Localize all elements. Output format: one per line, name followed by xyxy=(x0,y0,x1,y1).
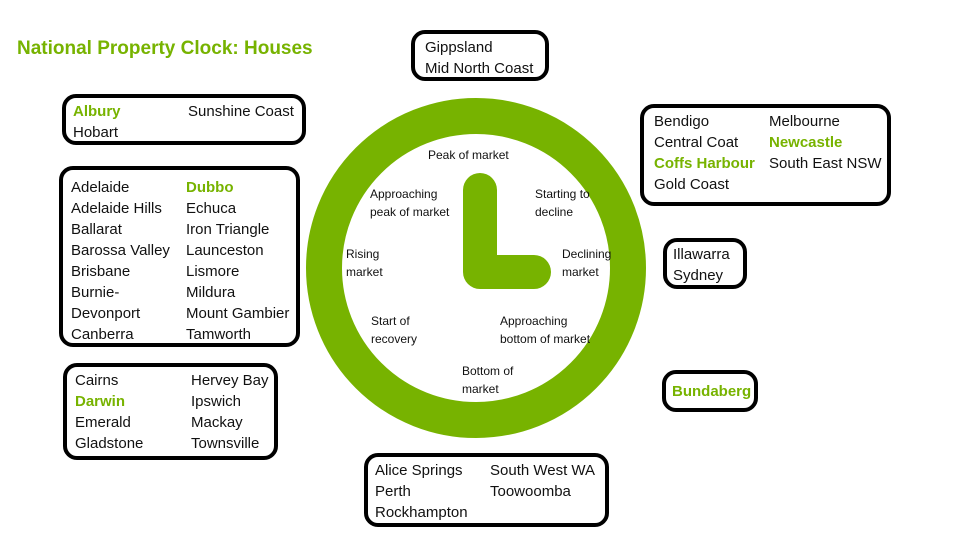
region-alice-springs: Alice Springs xyxy=(375,462,463,479)
region-adelaide: Adelaide xyxy=(71,179,130,196)
region-adelaide-hills: Adelaide Hills xyxy=(71,200,162,217)
region-barossa-valley: Barossa Valley xyxy=(71,242,170,259)
region-toowoomba: Toowoomba xyxy=(490,483,571,500)
box-approaching-bottom: Bundaberg xyxy=(662,370,758,412)
region-darwin: Darwin xyxy=(75,393,126,410)
region-dubbo: Dubbo xyxy=(186,179,234,196)
label-line: Declining xyxy=(562,247,612,261)
region-cairns: Cairns xyxy=(75,372,119,389)
region-burnie: Burnie- xyxy=(71,284,120,301)
region-mid-north-coast: Mid North Coast xyxy=(425,60,534,77)
region-rockhampton: Rockhampton xyxy=(375,504,468,521)
region-albury: Albury xyxy=(73,103,121,120)
label-line: bottom of market xyxy=(500,332,591,346)
region-coffs-harbour: Coffs Harbour xyxy=(654,155,755,172)
region-devonport: Devonport xyxy=(71,305,141,322)
box-start-of-recovery: Cairns Hervey Bay Darwin Ipswich Emerald… xyxy=(63,363,278,460)
label-line: recovery xyxy=(371,332,418,346)
region-melbourne: Melbourne xyxy=(769,113,840,130)
region-canberra: Canberra xyxy=(71,326,134,343)
label-line: decline xyxy=(535,205,574,219)
label-starting-to-decline: Starting to decline xyxy=(535,185,590,221)
region-mount-gambier: Mount Gambier xyxy=(186,305,290,322)
box-starting-to-decline: Bendigo Melbourne Central Coat Newcastle… xyxy=(640,104,891,206)
label-peak-of-market: Peak of market xyxy=(428,148,509,162)
region-launceston: Launceston xyxy=(186,242,264,259)
label-bottom-of-market: Bottom of market xyxy=(462,362,513,398)
region-sunshine-coast: Sunshine Coast xyxy=(188,103,294,120)
region-central-coat: Central Coat xyxy=(654,134,739,151)
box-bottom-of-market: Alice Springs South West WA Perth Toowoo… xyxy=(364,453,609,527)
clock-hands xyxy=(463,173,551,289)
page-title: National Property Clock: Houses xyxy=(17,38,313,59)
region-brisbane: Brisbane xyxy=(71,263,131,280)
box-rising: Adelaide Dubbo Adelaide Hills Echuca Bal… xyxy=(59,166,300,347)
label-line: Approaching xyxy=(500,314,568,328)
label-line: Approaching xyxy=(370,187,438,201)
region-lismore: Lismore xyxy=(186,263,240,280)
region-echuca: Echuca xyxy=(186,200,237,217)
label-line: Bottom of xyxy=(462,364,514,378)
region-iron-triangle: Iron Triangle xyxy=(186,221,270,238)
region-ballarat: Ballarat xyxy=(71,221,122,238)
box-declining: Illawarra Sydney xyxy=(663,238,747,289)
box-approaching-peak: Albury Sunshine Coast Hobart xyxy=(62,94,306,145)
label-line: market xyxy=(346,265,383,279)
region-south-west-wa: South West WA xyxy=(490,462,596,479)
region-ipswich: Ipswich xyxy=(191,393,242,410)
region-bundaberg: Bundaberg xyxy=(672,383,752,400)
label-line: Starting to xyxy=(535,187,590,201)
label-approaching-bottom: Approaching bottom of market xyxy=(500,312,590,348)
label-start-of-recovery: Start of recovery xyxy=(371,312,417,348)
region-emerald: Emerald xyxy=(75,414,131,431)
clock-ring xyxy=(306,98,646,438)
label-declining-market: Declining market xyxy=(562,245,611,281)
region-illawarra: Illawarra xyxy=(673,246,730,263)
region-mildura: Mildura xyxy=(186,284,236,301)
region-south-east-nsw: South East NSW xyxy=(769,155,882,172)
box-peak: Gippsland Mid North Coast xyxy=(411,30,549,81)
region-newcastle: Newcastle xyxy=(769,134,843,151)
region-sydney: Sydney xyxy=(673,267,724,284)
region-perth: Perth xyxy=(375,483,411,500)
label-line: peak of market xyxy=(370,205,450,219)
label-line: Rising xyxy=(346,247,380,261)
region-bendigo: Bendigo xyxy=(654,113,710,130)
region-gold-coast: Gold Coast xyxy=(654,176,730,193)
label-approaching-peak: Approaching peak of market xyxy=(370,185,449,221)
region-mackay: Mackay xyxy=(191,414,243,431)
region-hobart: Hobart xyxy=(73,124,119,141)
label-line: market xyxy=(462,382,499,396)
region-gladstone: Gladstone xyxy=(75,435,144,452)
region-gippsland: Gippsland xyxy=(425,39,493,56)
label-rising-market: Rising market xyxy=(346,245,383,281)
region-tamworth: Tamworth xyxy=(186,326,252,343)
region-townsville: Townsville xyxy=(191,435,260,452)
label-line: Start of xyxy=(371,314,410,328)
region-hervey-bay: Hervey Bay xyxy=(191,372,269,389)
label-line: market xyxy=(562,265,599,279)
